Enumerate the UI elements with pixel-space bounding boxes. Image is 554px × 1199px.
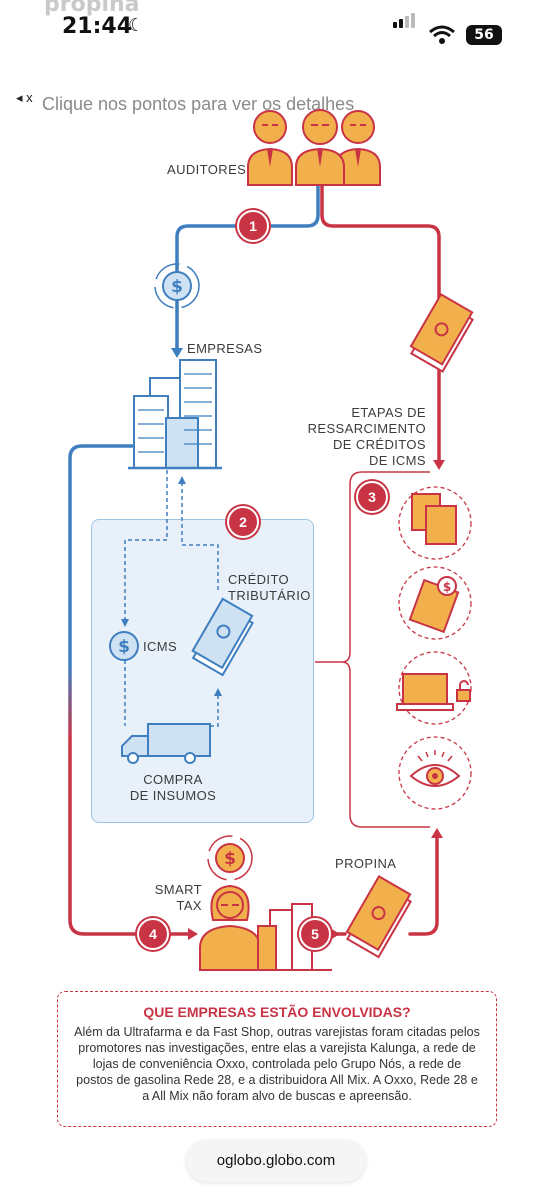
battery-icon: 56: [466, 25, 502, 45]
info-box: QUE EMPRESAS ESTÃO ENVOLVIDAS? Além da U…: [57, 991, 497, 1127]
bribe-money-icon: [345, 874, 412, 959]
stage-documents-icon: [398, 486, 472, 560]
icms-label: ICMS: [143, 639, 178, 654]
dollar-coin-icon: $: [154, 263, 200, 309]
truck-icon: [121, 723, 211, 764]
info-box-text: Além da Ultrafarma e da Fast Shop, outra…: [74, 1025, 480, 1103]
stage-signing-icon: $: [398, 566, 472, 640]
reimbursement-label: ETAPAS DE RESSARCIMENTO DE CRÉDITOS DE I…: [307, 405, 426, 468]
step-3-button[interactable]: 3: [356, 481, 388, 513]
money-stack-icon: [409, 292, 474, 373]
svg-text:$: $: [224, 849, 236, 869]
hint-text: Clique nos pontos para ver os detalhes: [42, 94, 355, 114]
stage-eye-icon: [398, 736, 472, 810]
purchase-label: COMPRA DE INSUMOS: [129, 772, 217, 803]
overlay-text: propina: [44, 0, 140, 17]
status-bar: propina 21:44 ☾ 56: [0, 0, 554, 45]
svg-text:$: $: [443, 580, 451, 594]
woman-icon: [199, 884, 261, 971]
stage-computer-icon: [396, 651, 472, 725]
auditors-icon: [247, 109, 381, 186]
close-icon[interactable]: x: [26, 90, 33, 105]
svg-text:$: $: [118, 637, 130, 657]
auditors-label: AUDITORES: [167, 162, 247, 177]
companies-label: EMPRESAS: [187, 341, 263, 356]
step-5-button[interactable]: 5: [299, 918, 331, 950]
tax-credit-money-icon: [191, 597, 254, 677]
step-4-button[interactable]: 4: [137, 918, 169, 950]
tax-credit-label: CRÉDITO TRIBUTÁRIO: [228, 572, 311, 603]
smart-tax-coin-icon: $: [207, 835, 253, 881]
moon-icon: ☾: [128, 15, 145, 35]
icms-coin-icon: $: [109, 631, 139, 661]
clock: 21:44: [62, 14, 133, 39]
buildings-icon: [128, 359, 222, 470]
nav-bar: ◂ x Clique nos pontos para ver os detalh…: [0, 44, 554, 114]
smart-tax-label: SMART TAX: [154, 882, 202, 913]
info-box-title: QUE EMPRESAS ESTÃO ENVOLVIDAS?: [143, 1004, 411, 1020]
back-icon[interactable]: ◂ x: [16, 90, 33, 105]
url-pill[interactable]: oglobo.globo.com: [186, 1140, 366, 1182]
bribe-label: PROPINA: [335, 856, 397, 871]
svg-text:$: $: [171, 277, 183, 297]
step-1-button[interactable]: 1: [237, 210, 269, 242]
step-2-button[interactable]: 2: [227, 506, 259, 538]
input-purchase-panel: [91, 519, 314, 823]
